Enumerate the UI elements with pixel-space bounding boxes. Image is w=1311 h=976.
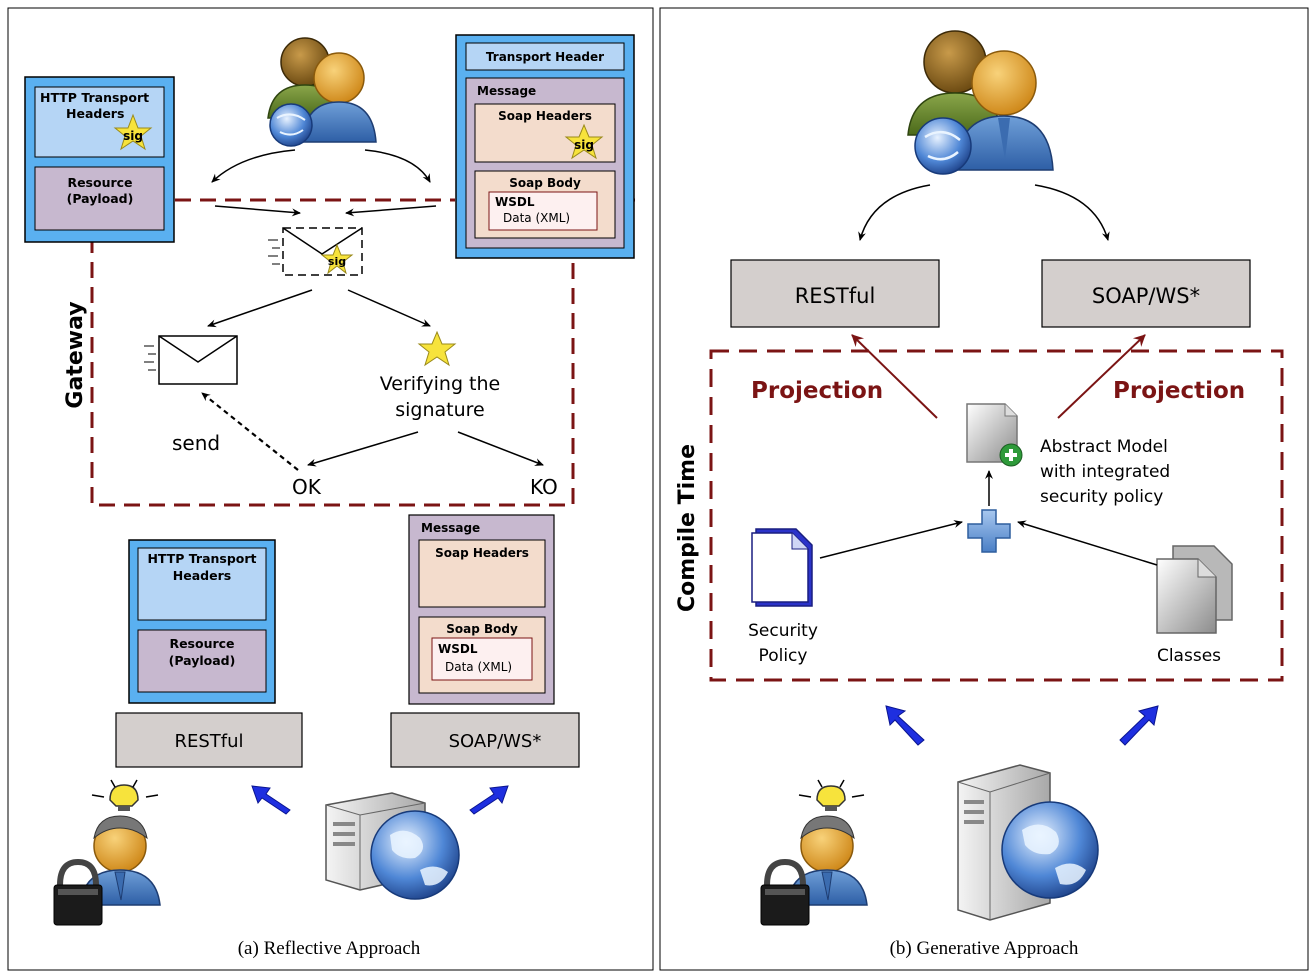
arrow-policy-to-plus (819, 520, 963, 559)
arrow-classes-to-plus (1017, 520, 1158, 566)
classes-documents-icon (1156, 545, 1233, 634)
sig-label: sig (123, 129, 143, 143)
soap-body-label: Soap Body (509, 176, 581, 190)
projection-right-label: Projection (1113, 378, 1245, 404)
sig-label: sig (574, 138, 594, 152)
ko-label: KO (530, 475, 558, 499)
developer-lock-icon (760, 779, 868, 926)
data-xml-label: Data (XML) (503, 211, 570, 225)
server-globe-icon (957, 764, 1099, 921)
envelope-icon (144, 335, 238, 385)
soap-body-label-bottom: Soap Body (446, 622, 518, 636)
soap-ws-label-right: SOAP/WS* (1092, 284, 1200, 308)
projection-arrow-left (851, 334, 938, 419)
http-resource-label: Resource(Payload) (67, 175, 134, 206)
sig-star-icon: sig (564, 123, 604, 160)
compile-time-label: Compile Time (675, 444, 700, 612)
plus-icon (967, 509, 1011, 553)
server-globe-icon (325, 792, 460, 900)
restful-label-right: RESTful (795, 284, 876, 308)
envelope-sig-label: sig (328, 255, 346, 268)
soap-ws-label: SOAP/WS* (449, 731, 542, 752)
arrow-soap-to-envelope (345, 205, 437, 217)
arrow-user-to-restful (858, 184, 931, 241)
developer-lock-icon (53, 779, 161, 926)
send-arrow (201, 392, 299, 471)
projection-arrow-right (1057, 334, 1146, 419)
classes-label: Classes (1157, 646, 1221, 666)
blue-arrow-icon (1119, 705, 1159, 746)
verify-star-icon (417, 330, 457, 367)
soap-message-box: Transport Header Message Soap Headers si… (455, 34, 635, 259)
left-panel-frame (7, 7, 654, 971)
message-label-bottom: Message (421, 521, 480, 535)
wsdl-label-bottom: WSDL (438, 642, 478, 656)
arrow-to-verify (347, 289, 431, 327)
arrow-to-ok (307, 431, 419, 467)
soap-ws-box (390, 712, 580, 768)
wsdl-label: WSDL (495, 195, 535, 209)
blue-arrow-icon (251, 785, 291, 815)
arrow-http-to-envelope (214, 205, 301, 217)
sig-star-icon: sig (113, 113, 153, 151)
caption-right: (b) Generative Approach (890, 938, 1079, 959)
users-globe-icon (907, 30, 1054, 175)
caption-left: (a) Reflective Approach (238, 938, 421, 959)
model-document-icon (966, 403, 1023, 467)
http-resource-label-bottom: Resource(Payload) (169, 636, 236, 668)
signed-envelope-icon: sig (268, 227, 363, 276)
blue-arrow-icon (469, 785, 509, 815)
restful-label: RESTful (174, 731, 243, 752)
arrow-user-to-soap (364, 149, 431, 183)
arrow-to-ko (457, 431, 544, 466)
restful-box (115, 712, 303, 768)
data-xml-label-bottom: Data (XML) (445, 660, 512, 674)
soap-ws-box-right (1041, 259, 1251, 328)
message-label: Message (477, 84, 536, 98)
blue-arrow-icon (885, 705, 925, 746)
security-policy-document-icon (751, 528, 813, 607)
arrow-user-to-http (211, 149, 296, 183)
send-label: send (172, 431, 220, 455)
projection-left-label: Projection (751, 378, 883, 404)
compile-time-region (709, 349, 1284, 682)
right-panel-frame (659, 7, 1309, 971)
arrow-to-plain-envelope (207, 289, 313, 328)
users-globe-icon (267, 37, 377, 147)
soap-headers-label-bottom: Soap Headers (435, 546, 529, 560)
ok-label: OK (292, 475, 322, 499)
arrow-user-to-soapws (1034, 184, 1110, 241)
soap-headers-label: Soap Headers (498, 109, 592, 123)
transport-header-label: Transport Header (486, 50, 604, 64)
gateway-label: Gateway (63, 301, 88, 408)
restful-box-right (730, 259, 940, 328)
soap-message-box-bottom: Message Soap Headers Soap Body WSDL Data… (408, 514, 555, 705)
